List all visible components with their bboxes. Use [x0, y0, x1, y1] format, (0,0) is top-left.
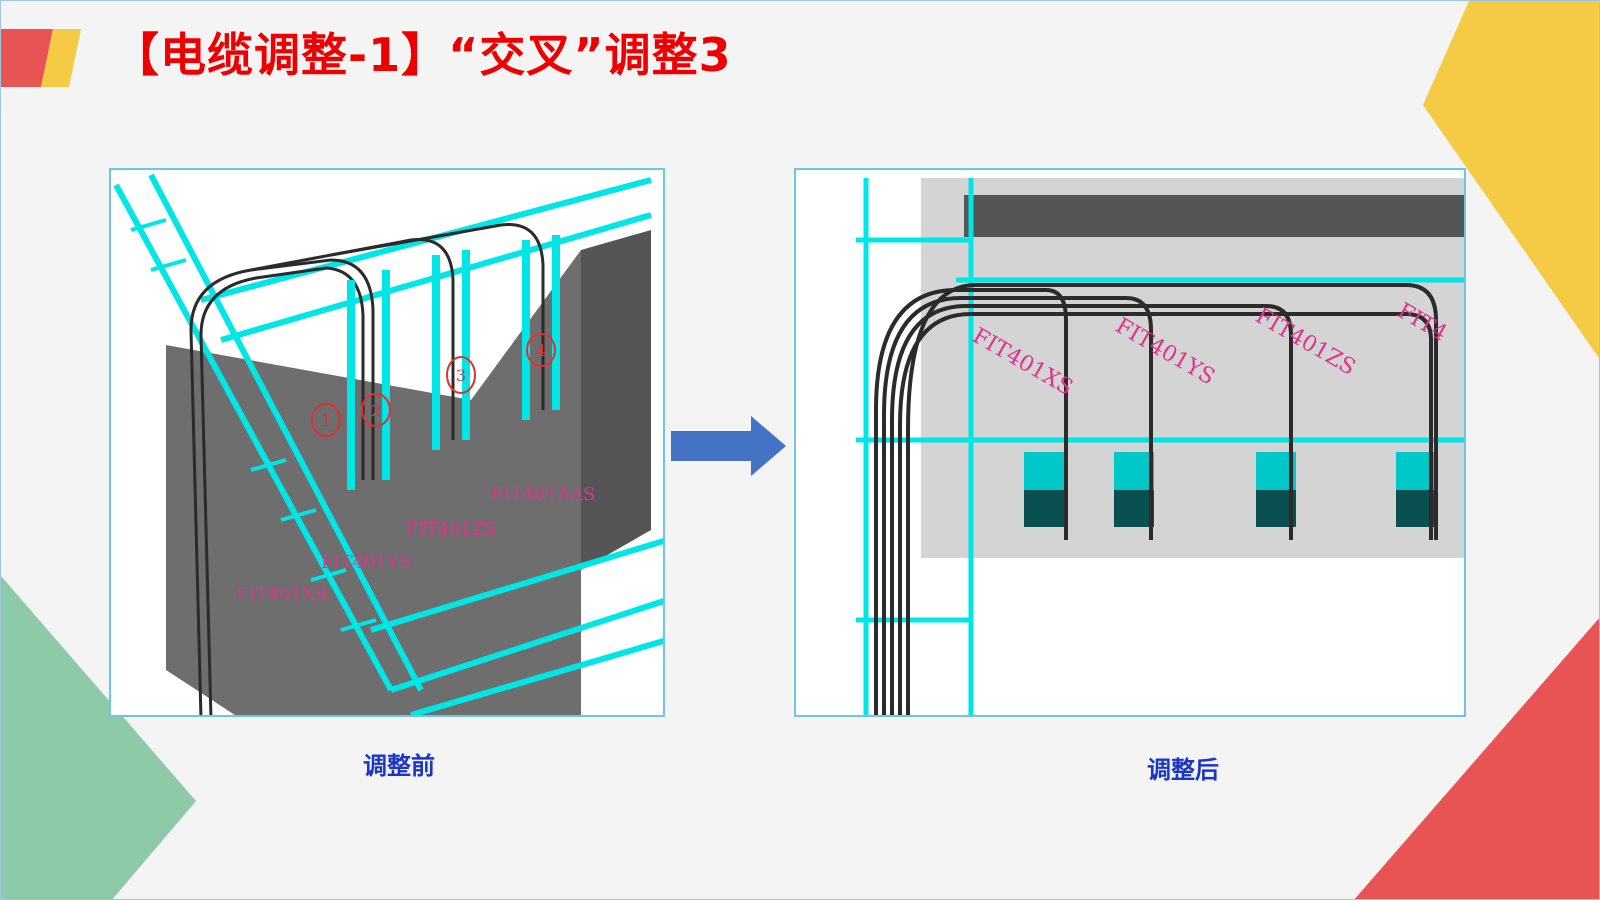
top-left-red-bar	[1, 29, 53, 87]
right-arrow-icon	[671, 416, 786, 476]
marker-2: 2	[371, 401, 381, 420]
bottom-right-red-shape	[1354, 618, 1599, 899]
marker-4: 4	[536, 341, 546, 360]
top-left-yellow-bar	[41, 29, 81, 87]
after-cable-drawing: FIT401XS FIT401YS FIT401ZS FIT4	[796, 170, 1464, 715]
tag-fit401aas: FIT401AAS	[491, 484, 595, 505]
marker-3: 3	[456, 366, 466, 385]
before-image: 1 2 3 4 FIT401AAS FIT401ZS FIT401YS FIT4…	[109, 168, 665, 717]
after-caption: 调整后	[1147, 756, 1219, 784]
top-right-yellow-shape	[1423, 1, 1599, 359]
before-cable-drawing: 1 2 3 4 FIT401AAS FIT401ZS FIT401YS FIT4…	[111, 170, 663, 715]
bottom-left-green-shape	[1, 576, 196, 899]
before-caption: 调整前	[363, 752, 435, 780]
page-title: 【电缆调整-1】“交叉”调整3	[113, 28, 732, 82]
tag-fit401ys: FIT401YS	[321, 552, 411, 573]
marker-1: 1	[321, 411, 331, 430]
tag-fit401xs: FIT401XS	[236, 584, 327, 605]
tag-fit401zs: FIT401ZS	[406, 519, 497, 540]
after-image: FIT401XS FIT401YS FIT401ZS FIT4	[794, 168, 1466, 717]
